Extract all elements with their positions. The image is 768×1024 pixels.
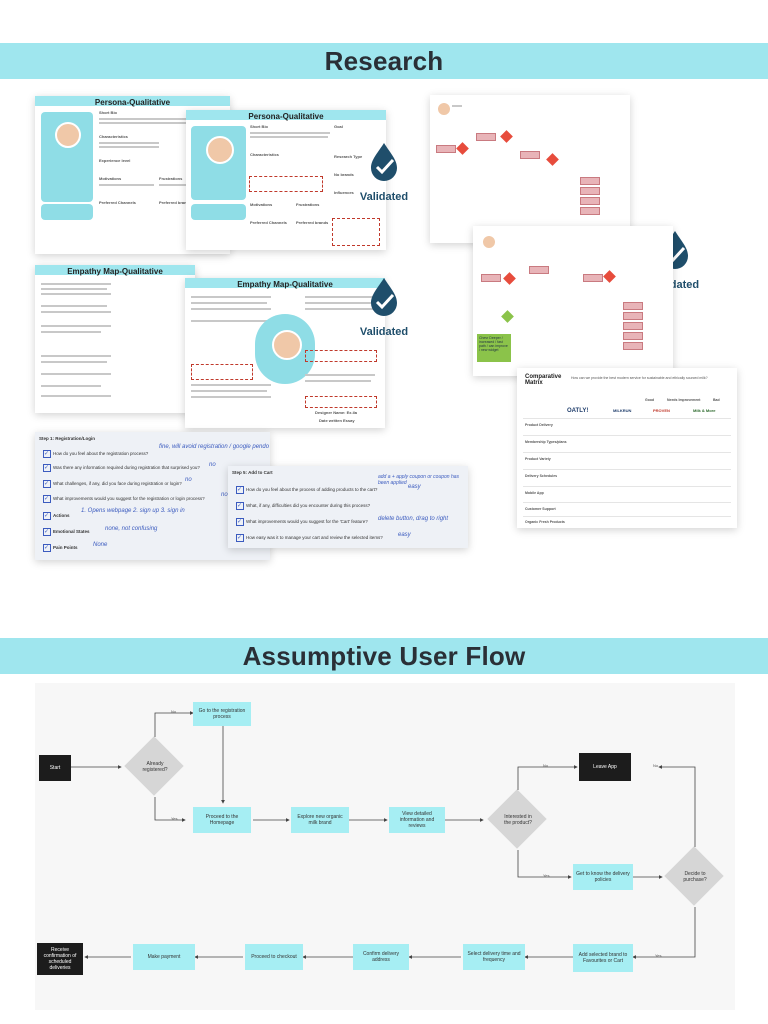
legend-good: Good	[645, 398, 655, 402]
flow-get-policies: Get to know the delivery policies	[573, 864, 633, 890]
flow-section-header: Assumptive User Flow	[0, 638, 768, 674]
flow-decision-registered: Already registered?	[125, 737, 185, 797]
validated-badge-icon	[371, 143, 397, 181]
flow-label-yes-3: Yes	[655, 953, 662, 958]
flow-add-selected: Add selected brand to Favourites or Cart	[573, 944, 633, 972]
validated-label: Validated	[359, 191, 409, 203]
flow-label-yes-1: Yes	[171, 816, 178, 821]
flow-label-no-3: No	[653, 763, 659, 768]
survey-step-5-card: Step 5: Add to Cart ✓ How do you feel ab…	[228, 466, 468, 548]
flow-go-register: Go to the registration process	[193, 702, 251, 726]
user-flow-sketch-2: Chevr Deeper / increased / fast path / c…	[473, 226, 673, 376]
flow-label-no-2: No	[543, 763, 549, 768]
flow-connectors	[71, 711, 696, 959]
user-flow-sketch-1	[430, 95, 630, 243]
flow-decision-purchase: Decide to purchase?	[665, 847, 725, 907]
research-heading: Research	[324, 45, 444, 76]
user-flow-diagram: No Yes No Yes No Yes Start Already regis…	[35, 683, 735, 1010]
flow-label-no-1: No	[171, 709, 177, 714]
flow-payment: Make payment	[133, 944, 195, 970]
research-section-header: Research	[0, 43, 768, 79]
persona-card-front: Persona-Qualitative Short Bio Goal Chara…	[186, 110, 386, 250]
flow-leave-app: Leave App	[579, 753, 631, 781]
flow-start: Start	[39, 755, 71, 781]
empathy-map-card-front: Empathy Map-Qualitative Designer Name: E…	[185, 278, 385, 428]
comparative-matrix-card: Comparative Matrix How can we provide th…	[517, 368, 737, 528]
flow-checkout: Proceed to checkout	[245, 944, 303, 970]
legend-needs-improvement: Needs Improvement	[667, 398, 701, 402]
validated-stamp-2: Validated	[352, 275, 416, 338]
empathy-map-card-back: Empathy Map-Qualitative	[35, 265, 195, 413]
validated-stamp: Validated	[352, 140, 416, 203]
validated-badge-icon	[371, 278, 397, 316]
flow-sticky-note: Chevr Deeper / increased / fast path / c…	[477, 334, 511, 362]
flow-receive-confirmation: Receive confirmation of scheduled delive…	[37, 943, 83, 975]
legend-bad: Bad	[713, 398, 720, 402]
flow-confirm-address: Confirm delivery address	[353, 944, 409, 970]
flow-explore: Explore new organic milk brand	[291, 807, 349, 833]
flow-select-delivery: Select delivery time and frequency	[463, 944, 525, 970]
persona-title: Persona-Qualitative	[94, 98, 171, 107]
flow-label-yes-2: Yes	[543, 873, 550, 878]
flow-decision-interested: Interested in the product?	[488, 790, 548, 850]
flow-heading: Assumptive User Flow	[242, 640, 526, 671]
flow-proceed-home: Proceed to the Homepage	[193, 807, 251, 833]
flow-view-details: View detailed information and reviews	[389, 807, 445, 833]
